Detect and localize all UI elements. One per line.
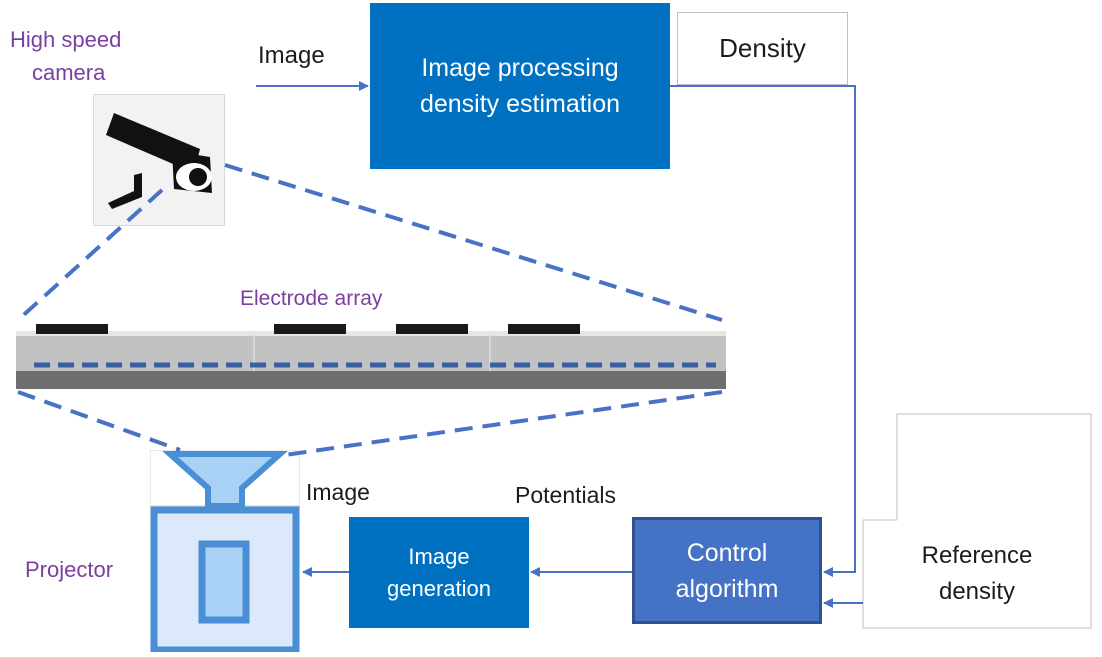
potentials-label: Potentials: [515, 482, 617, 508]
electrode-array-label: Electrode array: [240, 287, 383, 310]
reference-density-box: Reference density: [863, 520, 1091, 628]
image-generation-line2: generation: [387, 575, 491, 601]
control-algorithm-line2: algorithm: [675, 574, 779, 603]
security-camera-icon: [93, 94, 225, 226]
image-bottom-label: Image: [306, 479, 370, 505]
zoom-line-left-bottom: [17, 390, 181, 452]
image-top-label: Image: [258, 42, 325, 69]
electrode-array-cross-section: [16, 321, 726, 391]
image-processing-box: Image processing density estimation: [370, 3, 670, 169]
reference-density-line1: Reference: [921, 542, 1033, 569]
image-generation-box: Image generation: [349, 517, 529, 628]
control-algorithm-box: Control algorithm: [632, 517, 822, 624]
zoom-line-left-top: [16, 188, 164, 322]
density-box: Density: [677, 12, 848, 85]
zoom-line-right-top: [224, 163, 723, 322]
reference-density-line2: density: [938, 578, 1016, 605]
image-processing-line2: density estimation: [419, 90, 621, 118]
control-algorithm-line1: Control: [686, 538, 768, 567]
density-label: Density: [719, 33, 806, 63]
zoom-line-right-bottom: [284, 390, 723, 457]
projector-label: Projector: [25, 557, 114, 582]
arrow-density-to-control: [670, 85, 856, 577]
camera-label-line2: camera: [32, 60, 106, 85]
image-processing-line1: Image processing: [421, 54, 619, 82]
image-generation-line1: Image: [408, 543, 470, 569]
projector-icon: [149, 449, 301, 654]
camera-label-line1: High speed: [10, 27, 122, 52]
